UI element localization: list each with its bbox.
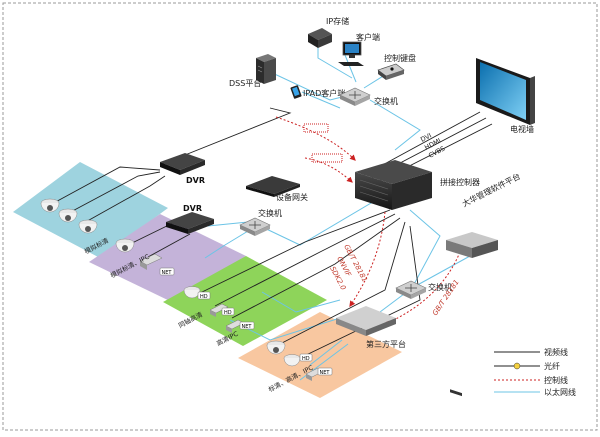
ip-storage-label: IP存储 — [326, 16, 349, 26]
legend-fiber-label: 光纤 — [544, 361, 560, 371]
zone-analog-sd — [13, 162, 168, 258]
dss-platform-label: DSS平台 — [229, 78, 261, 88]
dss-server-icon[interactable] — [256, 54, 276, 84]
fiber-markers — [303, 123, 343, 163]
cameras-sd-hd-ipc: HD NET — [266, 340, 333, 381]
hd-badge-icon: HD — [197, 291, 211, 300]
ip-storage-device[interactable] — [308, 28, 332, 48]
dvr-2-device[interactable] — [166, 212, 214, 234]
bullet-camera-icon — [209, 303, 229, 317]
switch-low-label: 交换机 — [428, 282, 452, 292]
dome-cameras-analog-sd — [40, 198, 98, 234]
dome-camera-icon — [78, 219, 98, 234]
hd-badge-text: HD — [302, 356, 310, 362]
dome-camera-icon — [266, 340, 286, 355]
legend-control-label: 控制线 — [544, 375, 568, 385]
legend: 视频线 光纤 控制线 以太网线 — [494, 347, 576, 397]
diagram-border — [2, 2, 598, 431]
switch-mid-icon[interactable] — [239, 217, 271, 236]
hd-badge-icon: HD — [299, 353, 313, 362]
dome-camera-icon — [58, 208, 78, 223]
dvr-2-label: DVR — [183, 204, 202, 213]
ipad-client-label: IPAD客户端 — [303, 88, 345, 98]
net-badge-icon: NET — [159, 267, 175, 276]
net-badge-icon: NET — [239, 321, 255, 330]
dome-camera-icon — [40, 198, 60, 213]
dahua-platform-label: 大华管理软件平台 — [460, 171, 522, 209]
dome-camera-icon — [115, 238, 135, 253]
net-badge-text: NET — [242, 324, 253, 330]
device-gateway-icon[interactable] — [246, 176, 300, 197]
tv-wall-icon[interactable] — [476, 58, 535, 125]
switch-mid-label: 交换机 — [258, 208, 282, 218]
switch-low-icon[interactable] — [395, 280, 427, 299]
switch-top-label: 交换机 — [374, 96, 398, 106]
bullet-camera-icon — [139, 253, 163, 270]
ipad-icon[interactable] — [290, 85, 302, 99]
hd-badge-text: HD — [224, 310, 232, 316]
device-gateway-label: 设备网关 — [276, 192, 308, 202]
control-keyboard-icon[interactable] — [377, 63, 405, 80]
fiber-icon — [513, 362, 521, 370]
dome-camera-icon — [183, 286, 201, 299]
tv-wall-label: 电视墙 — [510, 124, 534, 134]
splice-controller-label: 拼接控制器 — [440, 177, 480, 187]
dahua-platform-device[interactable] — [446, 232, 498, 397]
third-party-label: 第三方平台 — [366, 339, 406, 349]
legend-ethernet-label: 以太网线 — [544, 387, 576, 397]
client-workstation-icon[interactable] — [338, 41, 364, 66]
net-badge-text: NET — [162, 270, 173, 276]
legend-video-label: 视频线 — [544, 347, 568, 357]
zone-coax-hd-ipc — [163, 256, 327, 346]
third-party-platform-device[interactable] — [336, 306, 396, 336]
hd-badge-text: HD — [200, 294, 208, 300]
control-keyboard-label: 控制键盘 — [384, 53, 416, 63]
dvr-1-label: DVR — [186, 176, 205, 185]
splice-controller-device[interactable] — [355, 160, 432, 210]
net-badge-text: NET — [320, 370, 331, 376]
cameras-analog-sd-ipc: NET — [115, 238, 175, 276]
switch-top-icon[interactable] — [339, 87, 371, 106]
cameras-coax-hd: HD HD NET — [183, 286, 255, 333]
dvr-1-device[interactable] — [160, 153, 205, 175]
hd-badge-icon: HD — [221, 307, 235, 316]
video-lines — [49, 107, 493, 359]
client-label: 客户端 — [356, 32, 380, 42]
control-lines — [275, 116, 461, 325]
net-badge-icon: NET — [317, 367, 333, 376]
